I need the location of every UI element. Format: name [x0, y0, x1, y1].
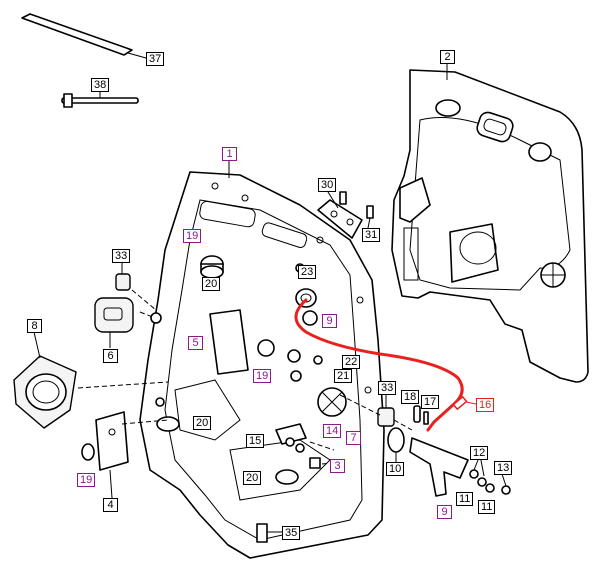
callout-15: 15 — [246, 434, 265, 448]
part-bolt — [309, 457, 321, 469]
callout-5: 5 — [188, 336, 203, 350]
callout-37: 37 — [146, 52, 165, 66]
callout-20-upper: 20 — [202, 277, 221, 291]
part-bushing-upper — [115, 262, 131, 291]
part-bracket-15 — [275, 423, 307, 445]
part-plate — [95, 411, 129, 499]
part-valve-assembly — [257, 310, 347, 417]
callout-22: 22 — [342, 355, 361, 369]
part-cable-tie — [61, 90, 139, 108]
callout-17: 17 — [421, 395, 440, 409]
part-strip — [21, 13, 147, 59]
part-grommet-20-mid — [156, 416, 180, 432]
callout-8: 8 — [27, 319, 42, 333]
callout-18: 18 — [401, 390, 420, 404]
callout-7: 7 — [346, 431, 361, 445]
part-rear-cover — [391, 62, 589, 383]
part-shroud — [13, 331, 77, 429]
part-bushing-lower — [377, 394, 395, 427]
callout-11-right: 11 — [478, 500, 496, 514]
callout-2: 2 — [440, 50, 455, 64]
callout-19-mid: 19 — [253, 369, 272, 383]
callout-19-left: 19 — [77, 473, 96, 487]
callout-23: 23 — [298, 265, 317, 279]
part-screw-top — [339, 191, 374, 229]
callout-9-lower: 9 — [437, 505, 452, 519]
callout-16: 16 — [476, 398, 495, 412]
callout-21: 21 — [334, 369, 353, 383]
callout-33-upper: 33 — [112, 249, 131, 263]
callout-4: 4 — [103, 498, 118, 512]
callout-9-upper: 9 — [322, 314, 337, 328]
part-wire-harness — [294, 298, 477, 432]
part-grommet-left — [81, 443, 95, 461]
callout-33-lower: 33 — [378, 381, 397, 395]
callout-11-left: 11 — [456, 492, 474, 506]
callout-31: 31 — [362, 228, 381, 242]
part-sensor-bracket — [409, 437, 469, 497]
callout-13: 13 — [494, 461, 513, 475]
callout-30: 30 — [318, 178, 337, 192]
callout-12: 12 — [470, 446, 489, 460]
part-cover — [209, 309, 249, 375]
callout-6: 6 — [103, 349, 118, 363]
callout-14: 14 — [323, 424, 342, 438]
part-grommet-23 — [295, 288, 317, 308]
callout-3: 3 — [330, 459, 345, 473]
part-small-bracket — [317, 191, 363, 239]
part-disc — [387, 427, 405, 462]
callout-10: 10 — [386, 462, 405, 476]
callout-19-upper: 19 — [183, 229, 202, 243]
part-washers — [469, 454, 511, 495]
part-sensor — [413, 405, 429, 425]
callout-38: 38 — [91, 78, 110, 92]
part-grommet-20-low — [275, 469, 299, 485]
part-grommet-20-upper — [200, 255, 224, 279]
callout-1: 1 — [222, 147, 237, 161]
part-screw-bottom — [256, 523, 282, 543]
callout-35: 35 — [282, 526, 301, 540]
part-pad — [94, 297, 134, 348]
callout-20-mid: 20 — [193, 416, 212, 430]
callout-20-low: 20 — [243, 471, 262, 485]
